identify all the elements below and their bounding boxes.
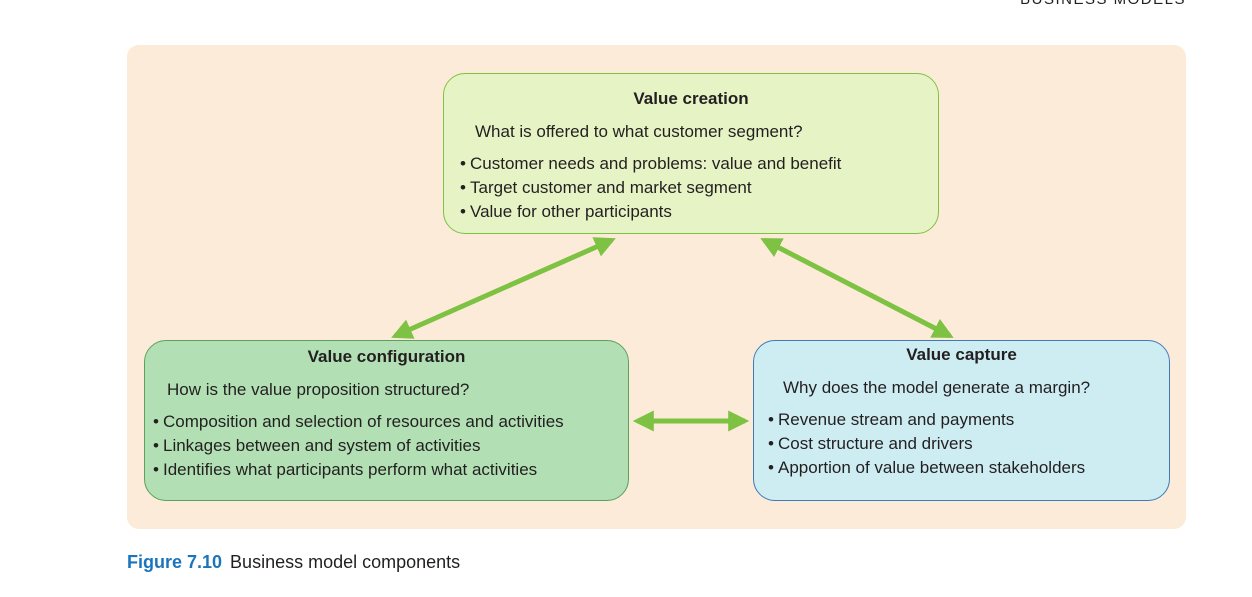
bullet-item: Revenue stream and payments (768, 408, 1169, 432)
value-capture-question: Why does the model generate a margin? (783, 378, 1091, 397)
bullet-item: Identifies what participants perform wha… (153, 458, 628, 482)
value-capture-bullets: Revenue stream and payments Cost structu… (768, 408, 1169, 480)
value-configuration-box: Value configuration How is the value pro… (144, 340, 629, 501)
figure-caption: Figure 7.10 Business model components (127, 552, 460, 573)
value-configuration-title: Value configuration (307, 347, 466, 366)
running-head: BUSINESS MODELS (1020, 0, 1186, 8)
value-creation-bullets: Customer needs and problems: value and b… (460, 152, 938, 224)
value-creation-box: Value creation What is offered to what c… (443, 73, 939, 234)
bullet-item: Cost structure and drivers (768, 432, 1169, 456)
value-configuration-question: How is the value proposition structured? (167, 380, 470, 399)
value-creation-title: Value creation (633, 89, 749, 108)
value-configuration-bullets: Composition and selection of resources a… (153, 410, 628, 482)
value-capture-title: Value capture (906, 345, 1017, 364)
bullet-item: Linkages between and system of activitie… (153, 434, 628, 458)
value-capture-box: Value capture Why does the model generat… (753, 340, 1170, 501)
bullet-item: Apportion of value between stakeholders (768, 456, 1169, 480)
bullet-item: Composition and selection of resources a… (153, 410, 628, 434)
figure-label: Figure 7.10 (127, 552, 223, 572)
value-creation-question: What is offered to what customer segment… (475, 122, 803, 141)
bullet-item: Customer needs and problems: value and b… (460, 152, 938, 176)
bullet-item: Value for other participants (460, 200, 938, 224)
bullet-item: Target customer and market segment (460, 176, 938, 200)
figure-title: Business model components (230, 552, 461, 572)
